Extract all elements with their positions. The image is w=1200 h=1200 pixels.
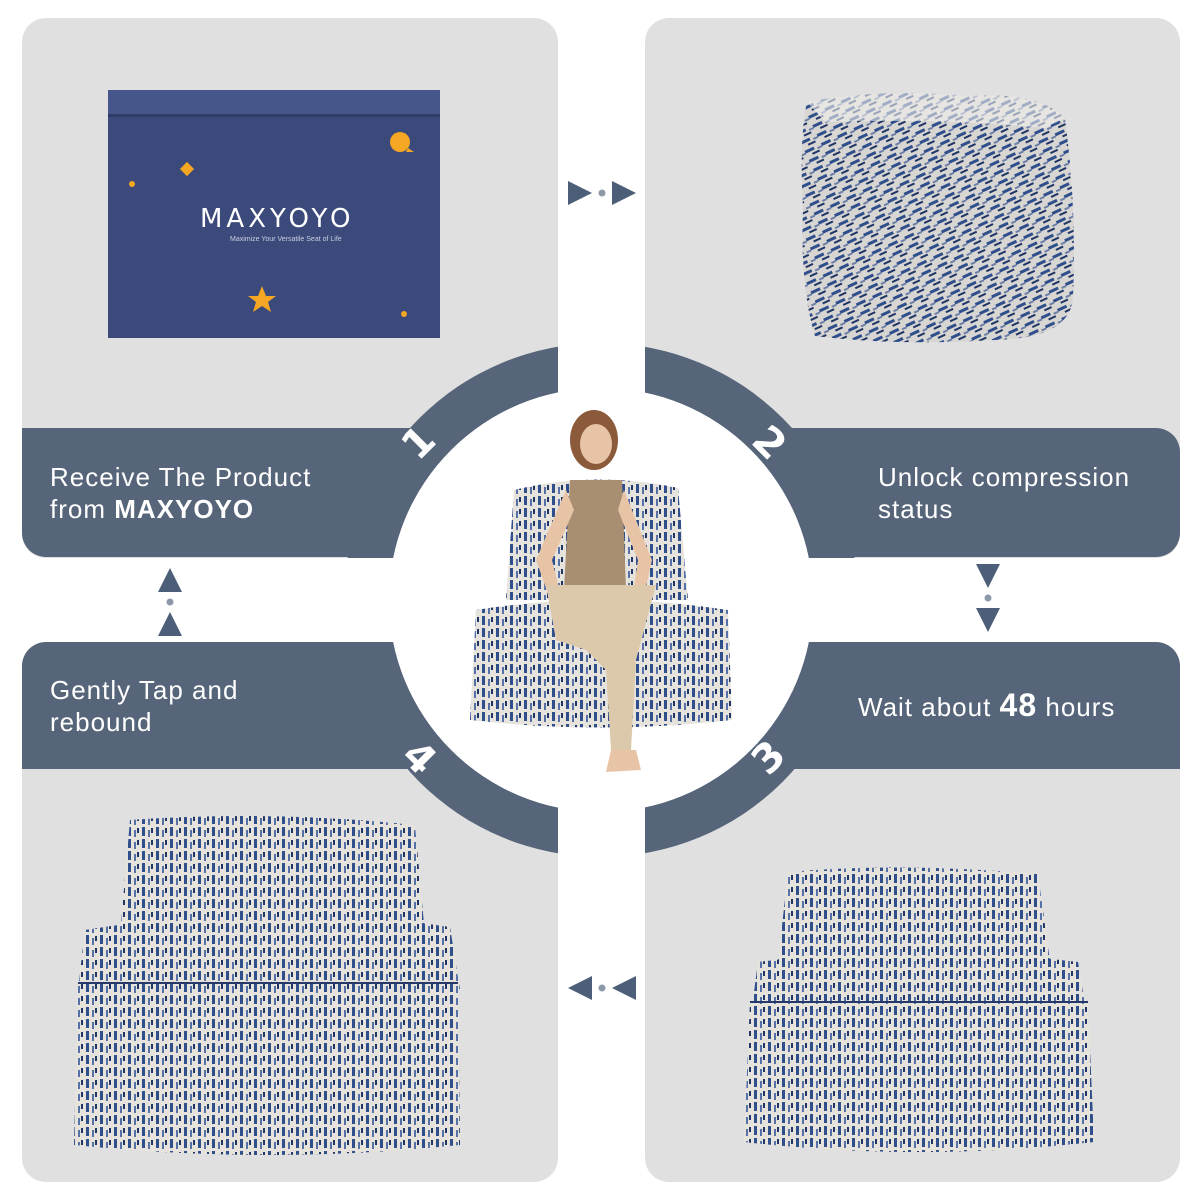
step-4-line2: rebound [50, 706, 153, 737]
product-box-image: MAXYOYO Maximize Your Versatile Seat of … [108, 90, 440, 338]
step-3-text: Wait about 48 hours [858, 689, 1180, 723]
box-tagline: Maximize Your Versatile Seat of Life [230, 236, 342, 243]
step-2-line1: Unlock compression [878, 461, 1131, 492]
step-4-line1: Gently Tap and [50, 674, 239, 705]
step-3-suffix: hours [1037, 691, 1116, 722]
step-1-brand: MAXYOYO [114, 493, 255, 524]
step-1-line2-prefix: from [50, 493, 115, 524]
step-2-banner: Unlock compression status [760, 428, 1180, 557]
arrow-up-icon [158, 568, 182, 636]
step-2-line2: status [878, 493, 954, 524]
expanding-chair-image [738, 862, 1098, 1162]
box-brand-logo: MAXYOYO [200, 204, 355, 234]
person-on-chair-image [466, 400, 736, 785]
step-3-banner: Wait about 48 hours [760, 642, 1180, 769]
arrow-right-icon [568, 181, 636, 205]
expanded-chair-image [70, 815, 465, 1165]
step-1-banner: Receive The Product from MAXYOYO [22, 428, 442, 557]
step-3-hours-value: 48 [999, 686, 1038, 723]
step-1-line2: from MAXYOYO [50, 493, 442, 525]
arrow-down-icon [976, 564, 1000, 632]
step-3-prefix: Wait about [858, 691, 1000, 722]
arrow-left-icon [568, 976, 636, 1000]
compressed-bundle-image [795, 88, 1080, 348]
step-4-banner: Gently Tap and rebound [22, 642, 442, 769]
step-1-line1: Receive The Product [50, 461, 312, 492]
